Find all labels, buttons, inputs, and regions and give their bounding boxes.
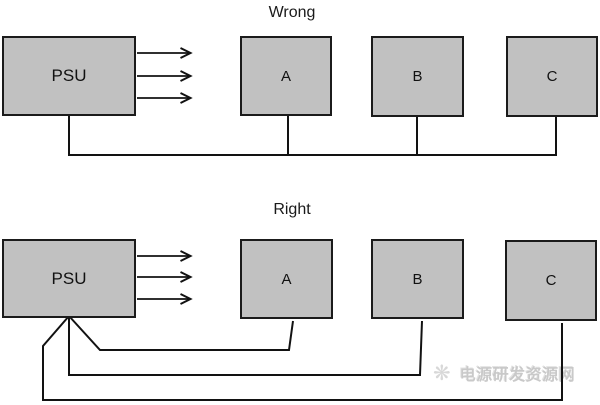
psu-label: PSU bbox=[51, 268, 87, 288]
psu-box-wrong: PSU bbox=[2, 36, 136, 116]
load-label: C bbox=[545, 272, 557, 289]
psu-label: PSU bbox=[51, 66, 87, 85]
load-label: A bbox=[280, 67, 291, 85]
load-box-c-right: C bbox=[505, 240, 597, 321]
load-label: B bbox=[412, 68, 423, 85]
right-supply-arrows bbox=[137, 250, 193, 305]
watermark: ❋ 电源研发资源网 bbox=[433, 360, 575, 386]
ground-return-a-wire bbox=[68, 315, 294, 351]
ground-bus-wire bbox=[68, 114, 557, 156]
diagram-title-wrong: Wrong bbox=[268, 4, 316, 21]
psu-box-right: PSU bbox=[2, 239, 136, 318]
load-label: B bbox=[412, 270, 423, 288]
load-box-a-right: A bbox=[240, 239, 333, 319]
load-box-c-wrong: C bbox=[506, 36, 598, 117]
load-box-b-right: B bbox=[371, 239, 464, 319]
wrong-ground-bus bbox=[68, 114, 557, 156]
load-label: A bbox=[281, 270, 292, 288]
right-star-ground bbox=[42, 315, 563, 401]
diagram-title-right: Right bbox=[273, 201, 311, 218]
ground-return-b-wire bbox=[68, 316, 423, 376]
load-box-a-wrong: A bbox=[240, 36, 332, 116]
watermark-text: 电源研发资源网 bbox=[459, 367, 576, 384]
wrong-supply-arrows bbox=[137, 47, 193, 104]
load-label: C bbox=[546, 68, 558, 85]
snowflake-logo-icon: ❋ bbox=[433, 361, 451, 385]
load-box-b-wrong: B bbox=[371, 36, 464, 117]
ground-return-c-wire bbox=[42, 315, 563, 401]
